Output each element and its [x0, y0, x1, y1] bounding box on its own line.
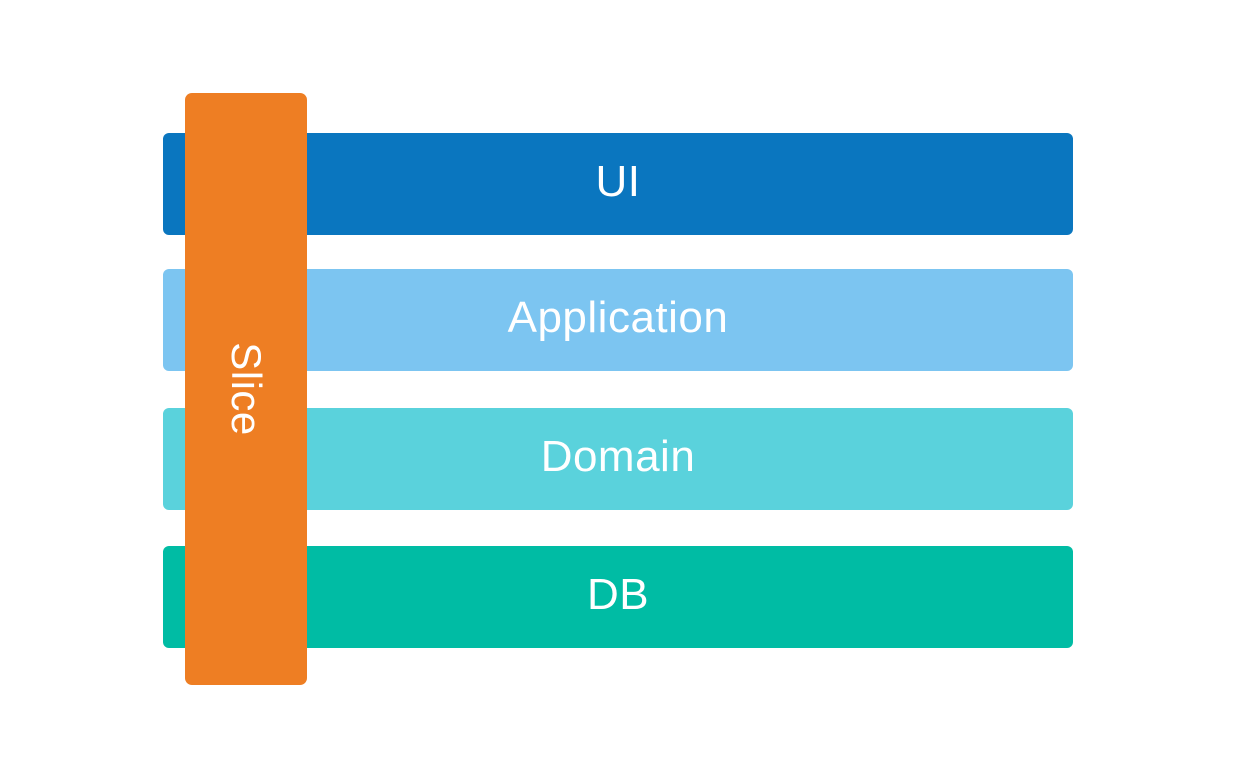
layer-label-application: Application: [507, 293, 729, 342]
layer-label-db: DB: [586, 570, 650, 619]
layer-bar-db: DB: [163, 546, 1073, 648]
layer-label-ui: UI: [595, 157, 641, 206]
layer-bar-application: Application: [163, 269, 1073, 371]
slice-label: Slice: [222, 342, 270, 436]
layer-label-domain: Domain: [540, 432, 696, 481]
layer-bar-domain: Domain: [163, 408, 1073, 510]
layer-bar-ui: UI: [163, 133, 1073, 235]
slice-bar: Slice: [185, 93, 307, 685]
